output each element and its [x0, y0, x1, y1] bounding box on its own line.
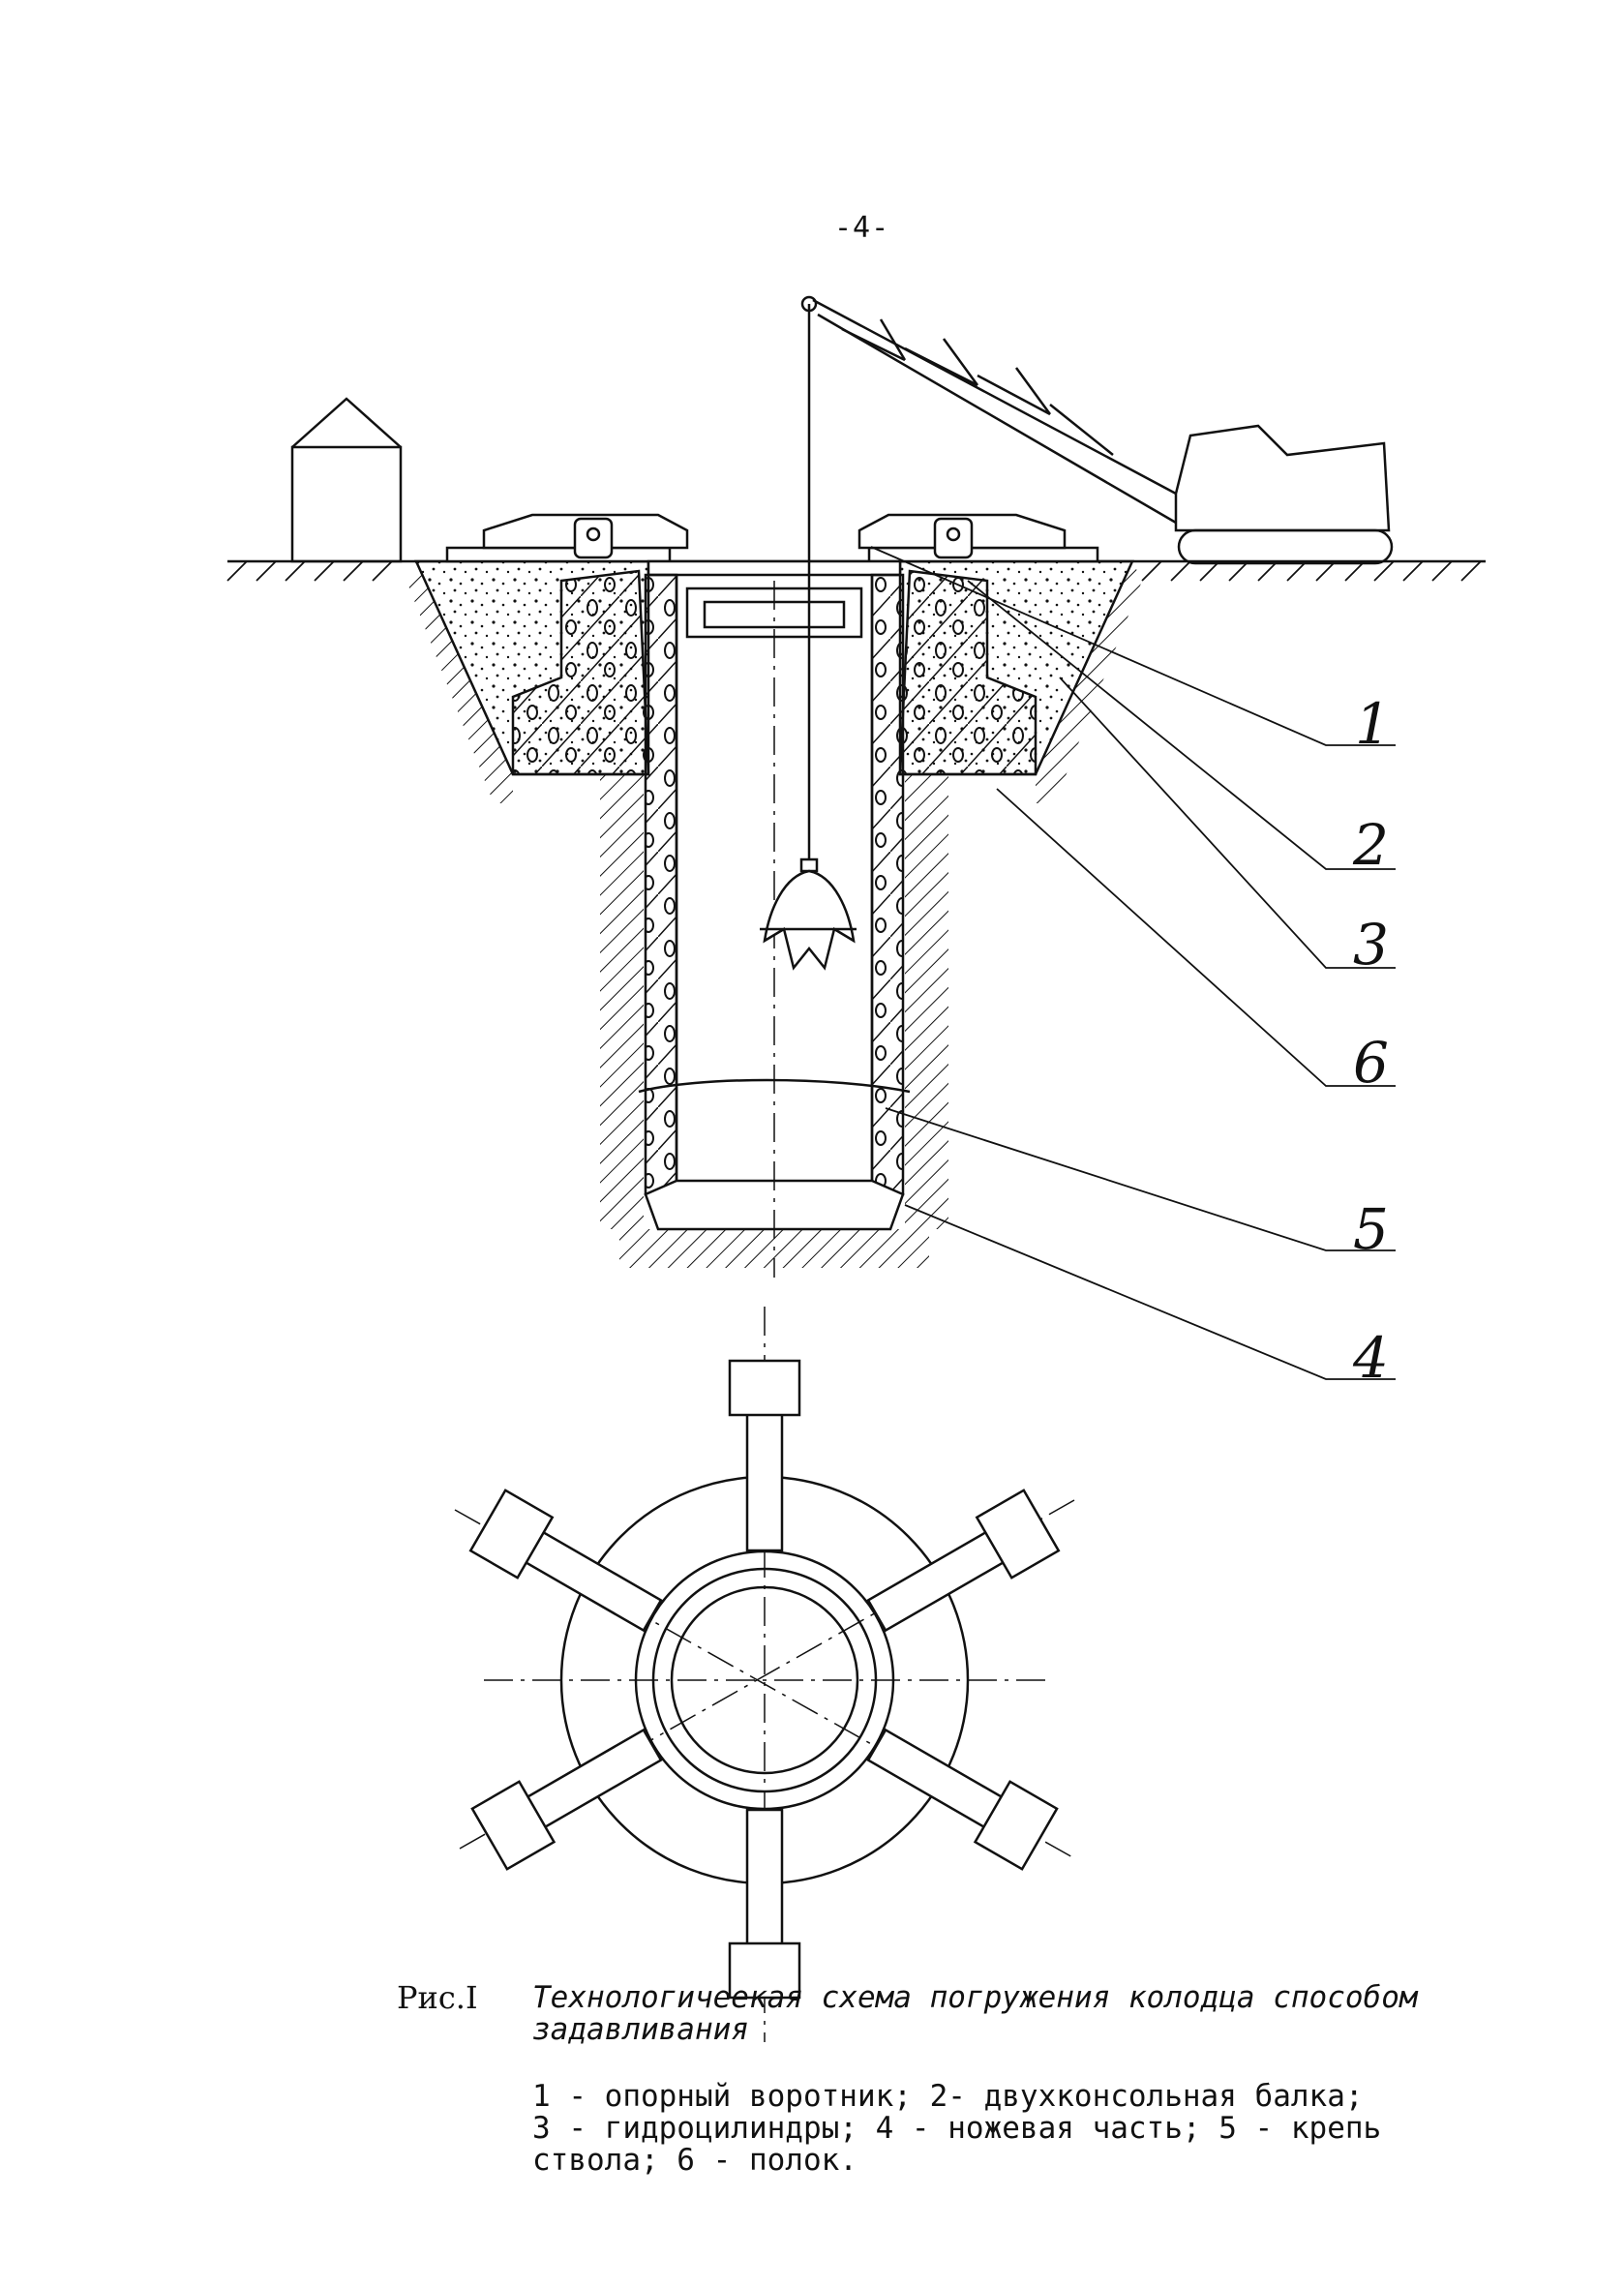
callout-2: 2 [1352, 812, 1389, 878]
plan-view [454, 1307, 1075, 2042]
callout-4: 4 [1352, 1325, 1389, 1391]
figure-legend: 1 - опорный воротник; 2- двухконсольная … [532, 2079, 1382, 2178]
figure-title: Технологичеекая схема погружения колодца… [532, 1980, 1418, 2047]
double-cantilever-beams [445, 513, 1099, 577]
callout-numbers: 1 2 3 6 5 4 [1352, 691, 1391, 1391]
callout-6: 6 [1353, 1030, 1389, 1096]
callout-3: 3 [1353, 912, 1389, 978]
callout-1: 1 [1355, 691, 1391, 757]
page-number: -4- [834, 211, 890, 245]
shaft-lining [644, 573, 905, 1196]
support-collar [511, 569, 1038, 776]
crane [800, 295, 1394, 861]
radial-beams [468, 1359, 1061, 2000]
shaft-ground [600, 774, 948, 1268]
shaft-lining-ring [638, 1078, 911, 1094]
callout-5: 5 [1353, 1196, 1389, 1262]
callout-leaders [870, 546, 1396, 1380]
cutting-edge [644, 1179, 905, 1231]
clamshell-grab [760, 858, 857, 971]
building [290, 397, 403, 563]
figure-label: Рис.I [397, 1979, 478, 2016]
